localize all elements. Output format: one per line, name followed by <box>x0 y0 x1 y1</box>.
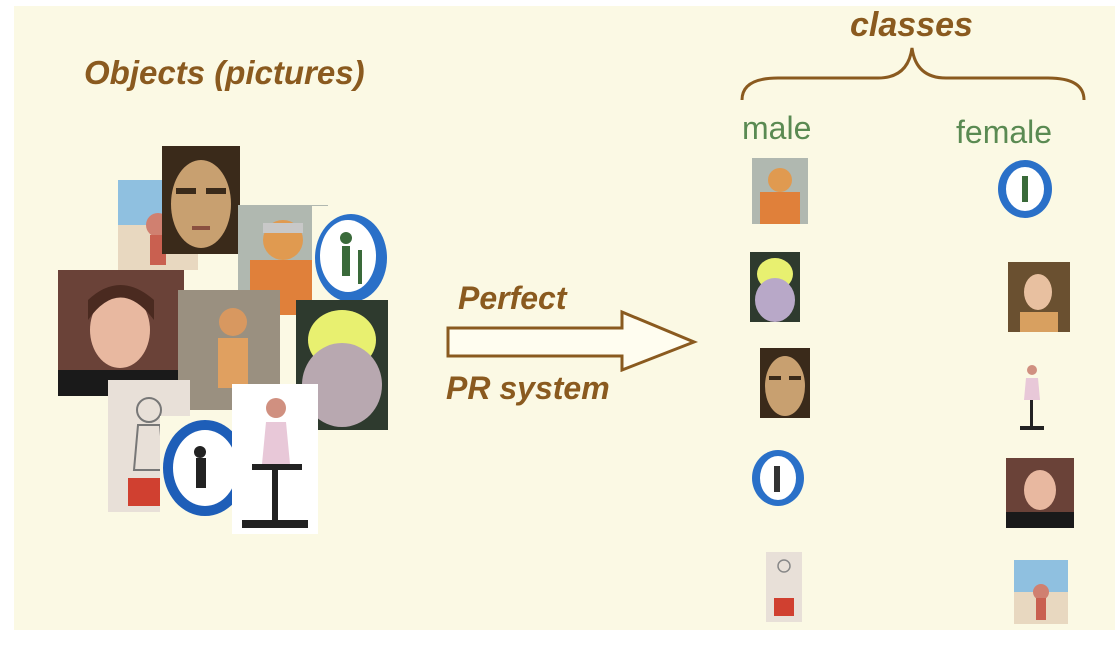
tennis-logo-photo <box>750 446 806 510</box>
right-arrow-icon <box>446 309 699 372</box>
dancer-drawing-photo <box>232 384 318 534</box>
male-class-label: male <box>742 110 812 146</box>
blurry-face-photo <box>296 300 388 430</box>
objects-title: Objects (pictures) <box>84 54 365 91</box>
tennis-logo-photo <box>312 206 390 306</box>
classes-heading: classes <box>850 6 973 44</box>
blurry-face-photo <box>750 252 800 322</box>
man-with-cap-photo <box>752 158 808 224</box>
man-closeup-face-photo <box>162 146 240 254</box>
man-closeup-face-photo <box>760 348 810 418</box>
woman-portrait-photo <box>58 270 184 396</box>
woman-sketch-photo <box>766 552 802 622</box>
woman-portrait-small-photo <box>1008 262 1070 332</box>
female-class-label: female <box>956 114 1053 150</box>
arrow-bottom-label: PR system <box>446 370 610 406</box>
curly-brace-icon <box>740 47 1086 101</box>
tennis-logo-photo <box>996 158 1054 220</box>
beach-scene-photo <box>1014 560 1068 624</box>
arrow-top-label: Perfect <box>458 280 567 316</box>
dancer-drawing-photo <box>1014 360 1048 432</box>
woman-portrait-photo <box>1006 458 1074 528</box>
